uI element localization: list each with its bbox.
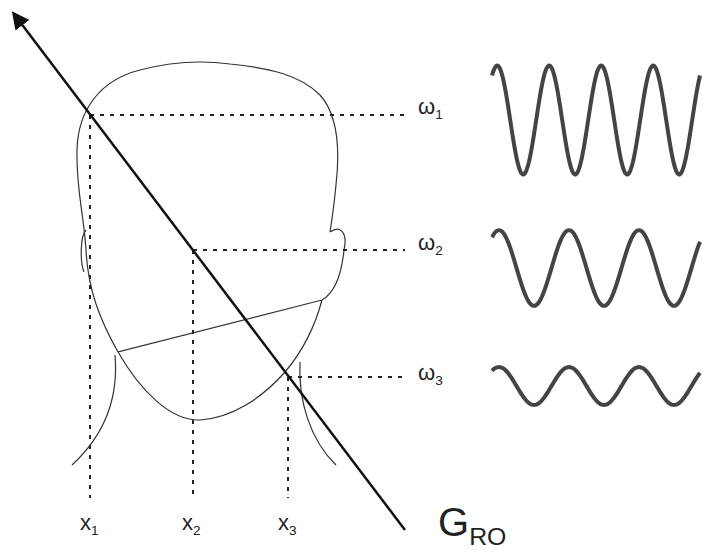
- sine-wave: [492, 230, 700, 306]
- projection-lines: [90, 115, 405, 498]
- sine-wave: [492, 66, 700, 175]
- neck-left: [72, 355, 116, 465]
- gradient-arrow: [14, 14, 405, 530]
- left-ear: [81, 230, 86, 272]
- position-label: x3: [278, 512, 297, 537]
- frequency-label: ω3: [418, 362, 443, 387]
- sine-wave: [492, 367, 700, 405]
- position-label: x1: [80, 512, 99, 537]
- frequency-label: ω2: [418, 232, 443, 257]
- sine-waves: [492, 66, 700, 405]
- gradient-label: GRO: [438, 502, 506, 549]
- frequency-label: ω1: [418, 96, 443, 121]
- position-label: x2: [182, 512, 201, 537]
